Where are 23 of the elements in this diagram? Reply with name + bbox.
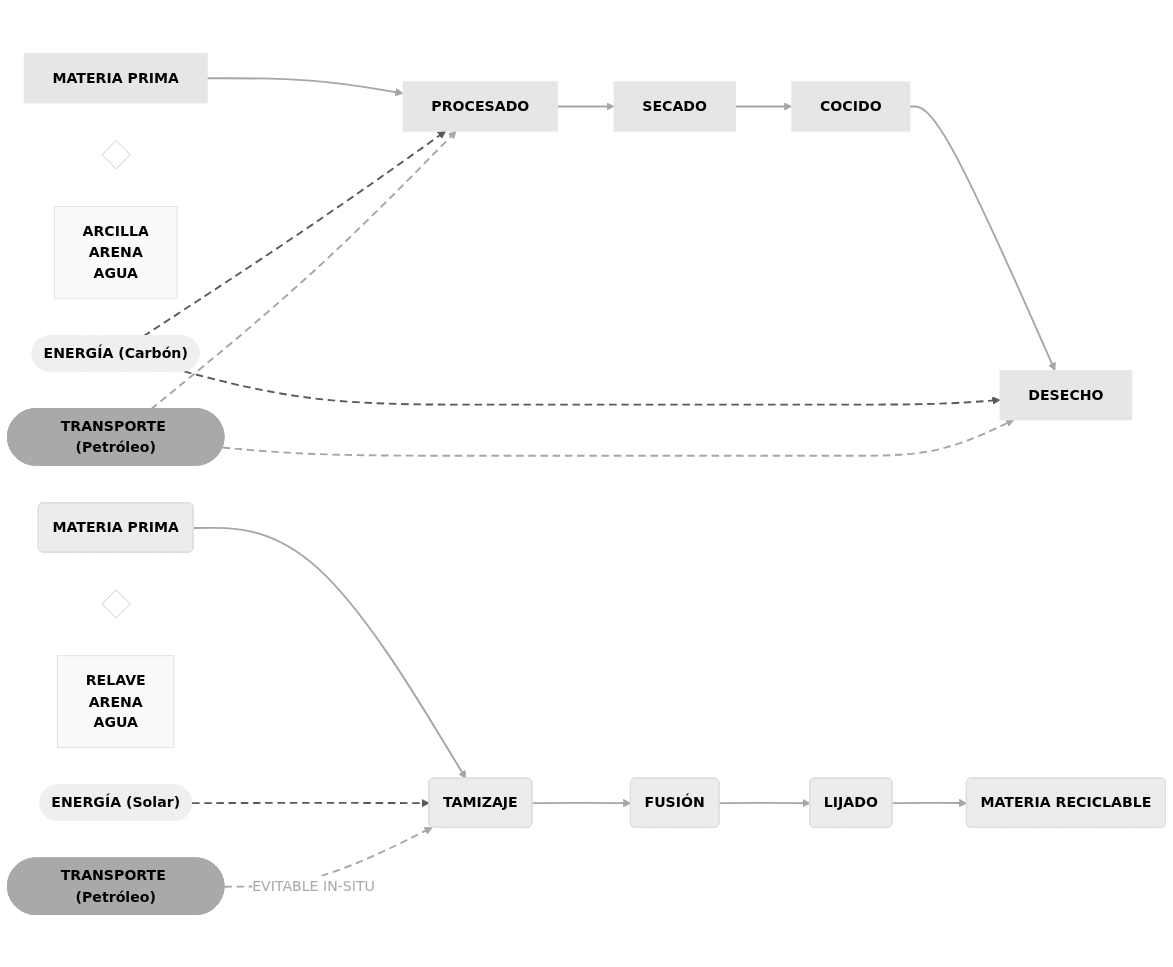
- node-diamond: [101, 139, 131, 169]
- arrow: [142, 130, 447, 337]
- node-box: ARCILLA ARENA AGUA: [53, 205, 178, 299]
- node-box: SECADO: [613, 80, 736, 132]
- arrow: [556, 101, 615, 111]
- arrow: [206, 76, 404, 96]
- node-box: COCIDO: [791, 80, 911, 132]
- node-box: RELAVE ARENA AGUA: [57, 654, 175, 748]
- edge-label: EVITABLE IN-SITU: [252, 877, 375, 894]
- arrow: [891, 798, 968, 807]
- arrow: [734, 101, 793, 111]
- node-box: DESECHO: [999, 369, 1133, 420]
- node-diamond: [101, 588, 131, 619]
- arrow: [150, 130, 457, 410]
- arrow: [192, 526, 467, 779]
- arrow: [718, 798, 811, 807]
- node-box: PROCESADO: [402, 80, 559, 132]
- arrow: [191, 798, 430, 807]
- arrow: [531, 798, 632, 807]
- node-box: MATERIA PRIMA: [23, 52, 208, 103]
- arrow: [221, 418, 1015, 457]
- arrow: [183, 370, 1001, 406]
- arrow: [908, 105, 1056, 371]
